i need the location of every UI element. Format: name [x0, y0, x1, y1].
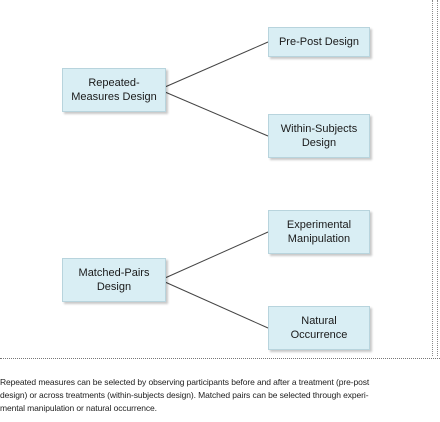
connector-repeated-within — [164, 91, 269, 137]
node-label-line: Design — [96, 281, 132, 293]
panel-edge-rule — [432, 0, 438, 356]
node-pre-post-design: Pre-Post Design — [268, 27, 370, 57]
node-natural-occurrence: Natural Occurrence — [268, 306, 370, 350]
caption-line: design) or across treatments (within-sub… — [0, 390, 369, 400]
caption-line: mental manipulation or natural occurrenc… — [0, 403, 157, 413]
node-label-line: Repeated- — [88, 77, 140, 89]
node-label-line: Within-Subjects — [280, 123, 358, 135]
connector-matched-natural — [164, 281, 269, 329]
node-label-line: Occurrence — [290, 329, 348, 341]
node-label-line: Pre-Post Design — [278, 36, 360, 48]
node-experimental-manipulation: Experimental Manipulation — [268, 210, 370, 254]
connector-matched-experimental — [164, 231, 269, 279]
node-label-line: Matched-Pairs — [78, 267, 150, 279]
node-label-line: Measures Design — [71, 91, 157, 103]
node-label-line: Natural — [301, 315, 337, 327]
caption-line: Repeated measures can be selected by obs… — [0, 377, 370, 387]
caption-divider — [0, 358, 440, 359]
node-label-line: Design — [301, 137, 337, 149]
node-label-line: Experimental — [286, 219, 352, 231]
diagram-connectors — [164, 41, 269, 329]
node-label-line: Manipulation — [287, 233, 351, 245]
node-within-subjects-design: Within-Subjects Design — [268, 114, 370, 158]
node-matched-pairs-design: Matched-Pairs Design — [62, 258, 166, 302]
node-repeated-measures-design: Repeated- Measures Design — [62, 68, 166, 112]
connector-repeated-prepost — [164, 41, 269, 88]
figure-caption: Repeated measures can be selected by obs… — [0, 376, 440, 415]
